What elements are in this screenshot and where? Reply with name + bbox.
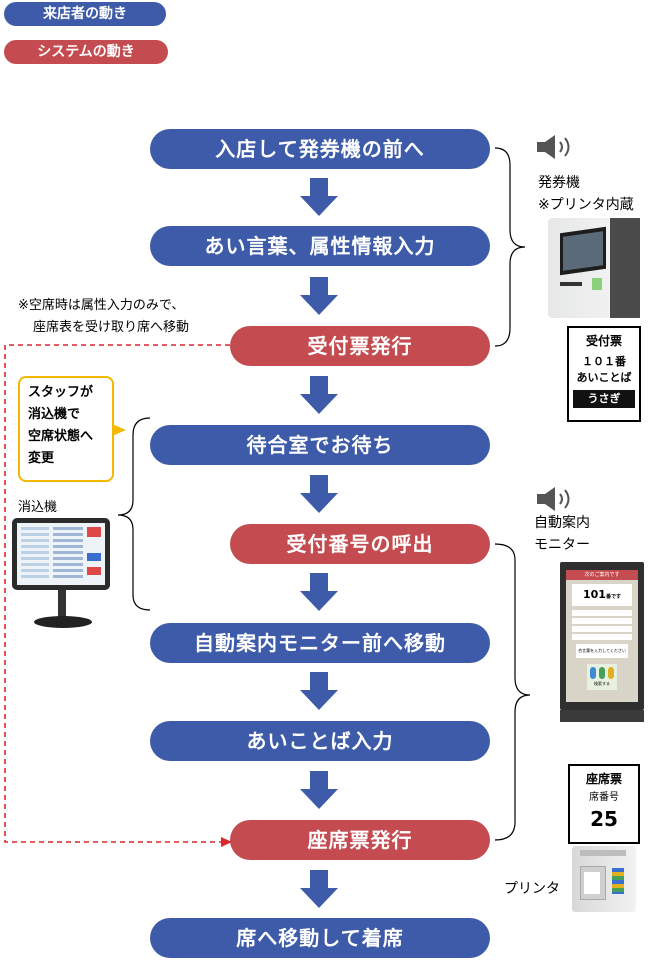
- vacant-path-arrowhead: [221, 837, 232, 847]
- staff-note-box: スタッフが 消込機で 空席状態へ 変更: [18, 376, 114, 482]
- kiosk-device-image: [548, 218, 640, 318]
- step-issue-seat-ticket: 座席票発行: [230, 820, 490, 860]
- step-input-password: あい言葉、属性情報入力: [150, 226, 490, 266]
- printer-label: プリンタ: [504, 881, 560, 897]
- seat-ticket: 座席票 席番号 25: [568, 764, 640, 844]
- eraser-label: 消込機: [18, 500, 58, 515]
- monitor-label-2: モニター: [534, 537, 590, 553]
- printer-device-image: [572, 846, 636, 914]
- staff-note-text: スタッフが 消込機で 空席状態へ 変更: [28, 385, 94, 466]
- monitor-bracket: [494, 543, 531, 841]
- eraser-bracket: [117, 417, 151, 611]
- step-call-number: 受付番号の呼出: [230, 524, 490, 564]
- eraser-device-image: [12, 518, 112, 630]
- step-move-to-monitor: 自動案内モニター前へ移動: [150, 623, 490, 663]
- monitor-screen-button: 検索する: [594, 681, 610, 686]
- seat-ticket-title: 座席票: [585, 772, 622, 786]
- kiosk-printer-note: ※プリンタ内蔵: [538, 197, 634, 213]
- staff-note-pointer: [112, 424, 126, 436]
- speaker-icon: [535, 134, 579, 164]
- monitor-screen-number: 101: [583, 588, 606, 601]
- monitor-label: 自動案内: [534, 515, 590, 531]
- seat-ticket-number: 25: [590, 807, 618, 831]
- kiosk-label: 発券機: [538, 175, 580, 191]
- guide-monitor-image: 次のご案内です 101番です 合言葉を入力してください 検索する: [560, 562, 644, 722]
- monitor-screen-number-box: 101番です: [572, 584, 632, 606]
- vacant-note-line2: 座席表を受け取り席へ移動: [33, 320, 190, 335]
- monitor-screen-header: 次のご案内です: [566, 570, 638, 580]
- step-go-to-seat: 席へ移動して着席: [150, 918, 490, 958]
- seat-ticket-label: 席番号: [589, 792, 619, 803]
- speaker-icon: [535, 486, 579, 516]
- legend-system: システムの動き: [4, 40, 168, 64]
- monitor-screen-message: 合言葉を入力してください: [576, 644, 628, 658]
- kiosk-bracket: [494, 147, 526, 347]
- monitor-screen-number-suffix: 番です: [605, 594, 621, 600]
- vacant-seat-path: [4, 344, 230, 843]
- step-enter-store: 入店して発券機の前へ: [150, 129, 490, 169]
- reception-ticket-title: 受付票: [585, 334, 622, 348]
- legend-visitor: 来店者の動き: [4, 2, 166, 26]
- vacant-note-line1: ※空席時は属性入力のみで、: [18, 298, 185, 313]
- reception-ticket: 受付票 １０１番 あいことば うさぎ: [567, 326, 641, 422]
- reception-ticket-password-label: あいことば: [576, 371, 632, 384]
- step-issue-reception-ticket: 受付票発行: [230, 326, 490, 366]
- reception-ticket-number: １０１番: [582, 355, 626, 368]
- step-enter-password: あいことば入力: [150, 721, 490, 761]
- step-wait: 待合室でお待ち: [150, 425, 490, 465]
- reception-ticket-word: うさぎ: [573, 390, 635, 408]
